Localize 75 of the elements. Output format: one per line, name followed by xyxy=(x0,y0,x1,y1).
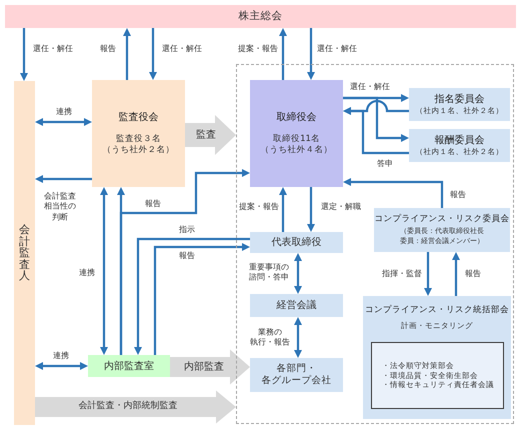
box-label: 経営会議 xyxy=(276,299,316,312)
block-arrow xyxy=(170,350,250,384)
dashed-frame xyxy=(236,64,514,424)
arrow xyxy=(100,187,108,355)
process-box xyxy=(250,358,343,392)
edge-label: 会計監査相当性の判断 xyxy=(41,191,79,223)
arrow xyxy=(343,107,409,154)
edge-label: 選任・解任 xyxy=(161,44,203,54)
process-box xyxy=(92,80,185,187)
edge-label: 提案・報告 xyxy=(238,202,280,212)
edge-label: 報告 xyxy=(144,198,162,210)
box-title: 監査役会 xyxy=(118,110,158,124)
block-arrow xyxy=(35,390,236,424)
arrow xyxy=(424,252,432,296)
process-box xyxy=(250,232,343,253)
arrow xyxy=(452,252,460,296)
block-arrow xyxy=(185,115,236,155)
box-label: 各部門・各グループ会社 xyxy=(260,362,332,388)
process-box xyxy=(374,208,510,252)
box-label: 株主総会 xyxy=(238,10,282,24)
edge-label: 報告 xyxy=(449,190,467,200)
arrow xyxy=(294,253,302,294)
edge-label: 選任・解任 xyxy=(349,82,391,92)
list-box xyxy=(371,342,504,409)
box-title: コンプライアンス・リスク統括部会 xyxy=(365,305,509,316)
arrow xyxy=(343,96,409,142)
arrow xyxy=(20,28,28,81)
edge-label: 連携 xyxy=(52,350,70,362)
arrow xyxy=(279,28,287,80)
edge-label: 連携 xyxy=(55,106,73,118)
process-box xyxy=(409,129,510,162)
header-band xyxy=(5,5,516,28)
edge-label: 提案・報告 xyxy=(237,44,279,54)
edge-label: 答申 xyxy=(376,158,394,170)
arrow xyxy=(307,187,315,232)
process-box xyxy=(88,355,170,377)
arrow xyxy=(154,243,250,355)
edge-label: 連携 xyxy=(78,268,96,278)
edge-label: 業務の執行・報告 xyxy=(247,328,293,348)
box-title: 報酬委員会 xyxy=(434,134,484,148)
box-label: 代表取締役 xyxy=(272,236,322,249)
box-label: 内部監査室 xyxy=(104,360,154,372)
process-box xyxy=(363,296,511,419)
process-box xyxy=(250,294,343,317)
edge-label: 報告 xyxy=(464,268,482,280)
edge-label: 選定・解職 xyxy=(320,202,362,212)
edge-label: 報告 xyxy=(99,44,117,54)
edge-label: 選任・解任 xyxy=(32,44,74,54)
edge-label: 指示 xyxy=(178,224,196,236)
box-text: 監査役３名（うち社外２名） xyxy=(102,134,176,156)
side-bar xyxy=(14,81,35,425)
arrow xyxy=(279,187,287,232)
arrow xyxy=(35,118,92,126)
box-title: 指名委員会 xyxy=(434,93,484,106)
edge-label: 監査 xyxy=(195,128,217,142)
arrow xyxy=(35,175,92,183)
edge-label: 選任・解任 xyxy=(316,44,358,54)
arrow xyxy=(134,238,250,355)
arrow xyxy=(35,362,88,370)
arrow xyxy=(307,28,315,80)
edge-label: 報告 xyxy=(178,250,196,262)
box-title: コンプライアンス・リスク委員会 xyxy=(374,214,510,226)
arrow xyxy=(120,169,250,355)
box-title: 取締役会 xyxy=(276,110,316,124)
process-box xyxy=(409,88,510,121)
edge-label: 指揮・監督 xyxy=(381,268,423,280)
vertical-label: 会計監査人 xyxy=(18,224,31,282)
edge-label: 内部監査 xyxy=(183,360,225,374)
arrow xyxy=(343,178,444,208)
process-box xyxy=(250,80,343,187)
arrow xyxy=(294,317,302,358)
edge-label: 重要事項の諮問・答申 xyxy=(246,262,292,284)
arrow xyxy=(123,28,131,80)
box-text: 取締役11名（うち社外４名） xyxy=(260,134,334,156)
arrow xyxy=(149,28,157,80)
